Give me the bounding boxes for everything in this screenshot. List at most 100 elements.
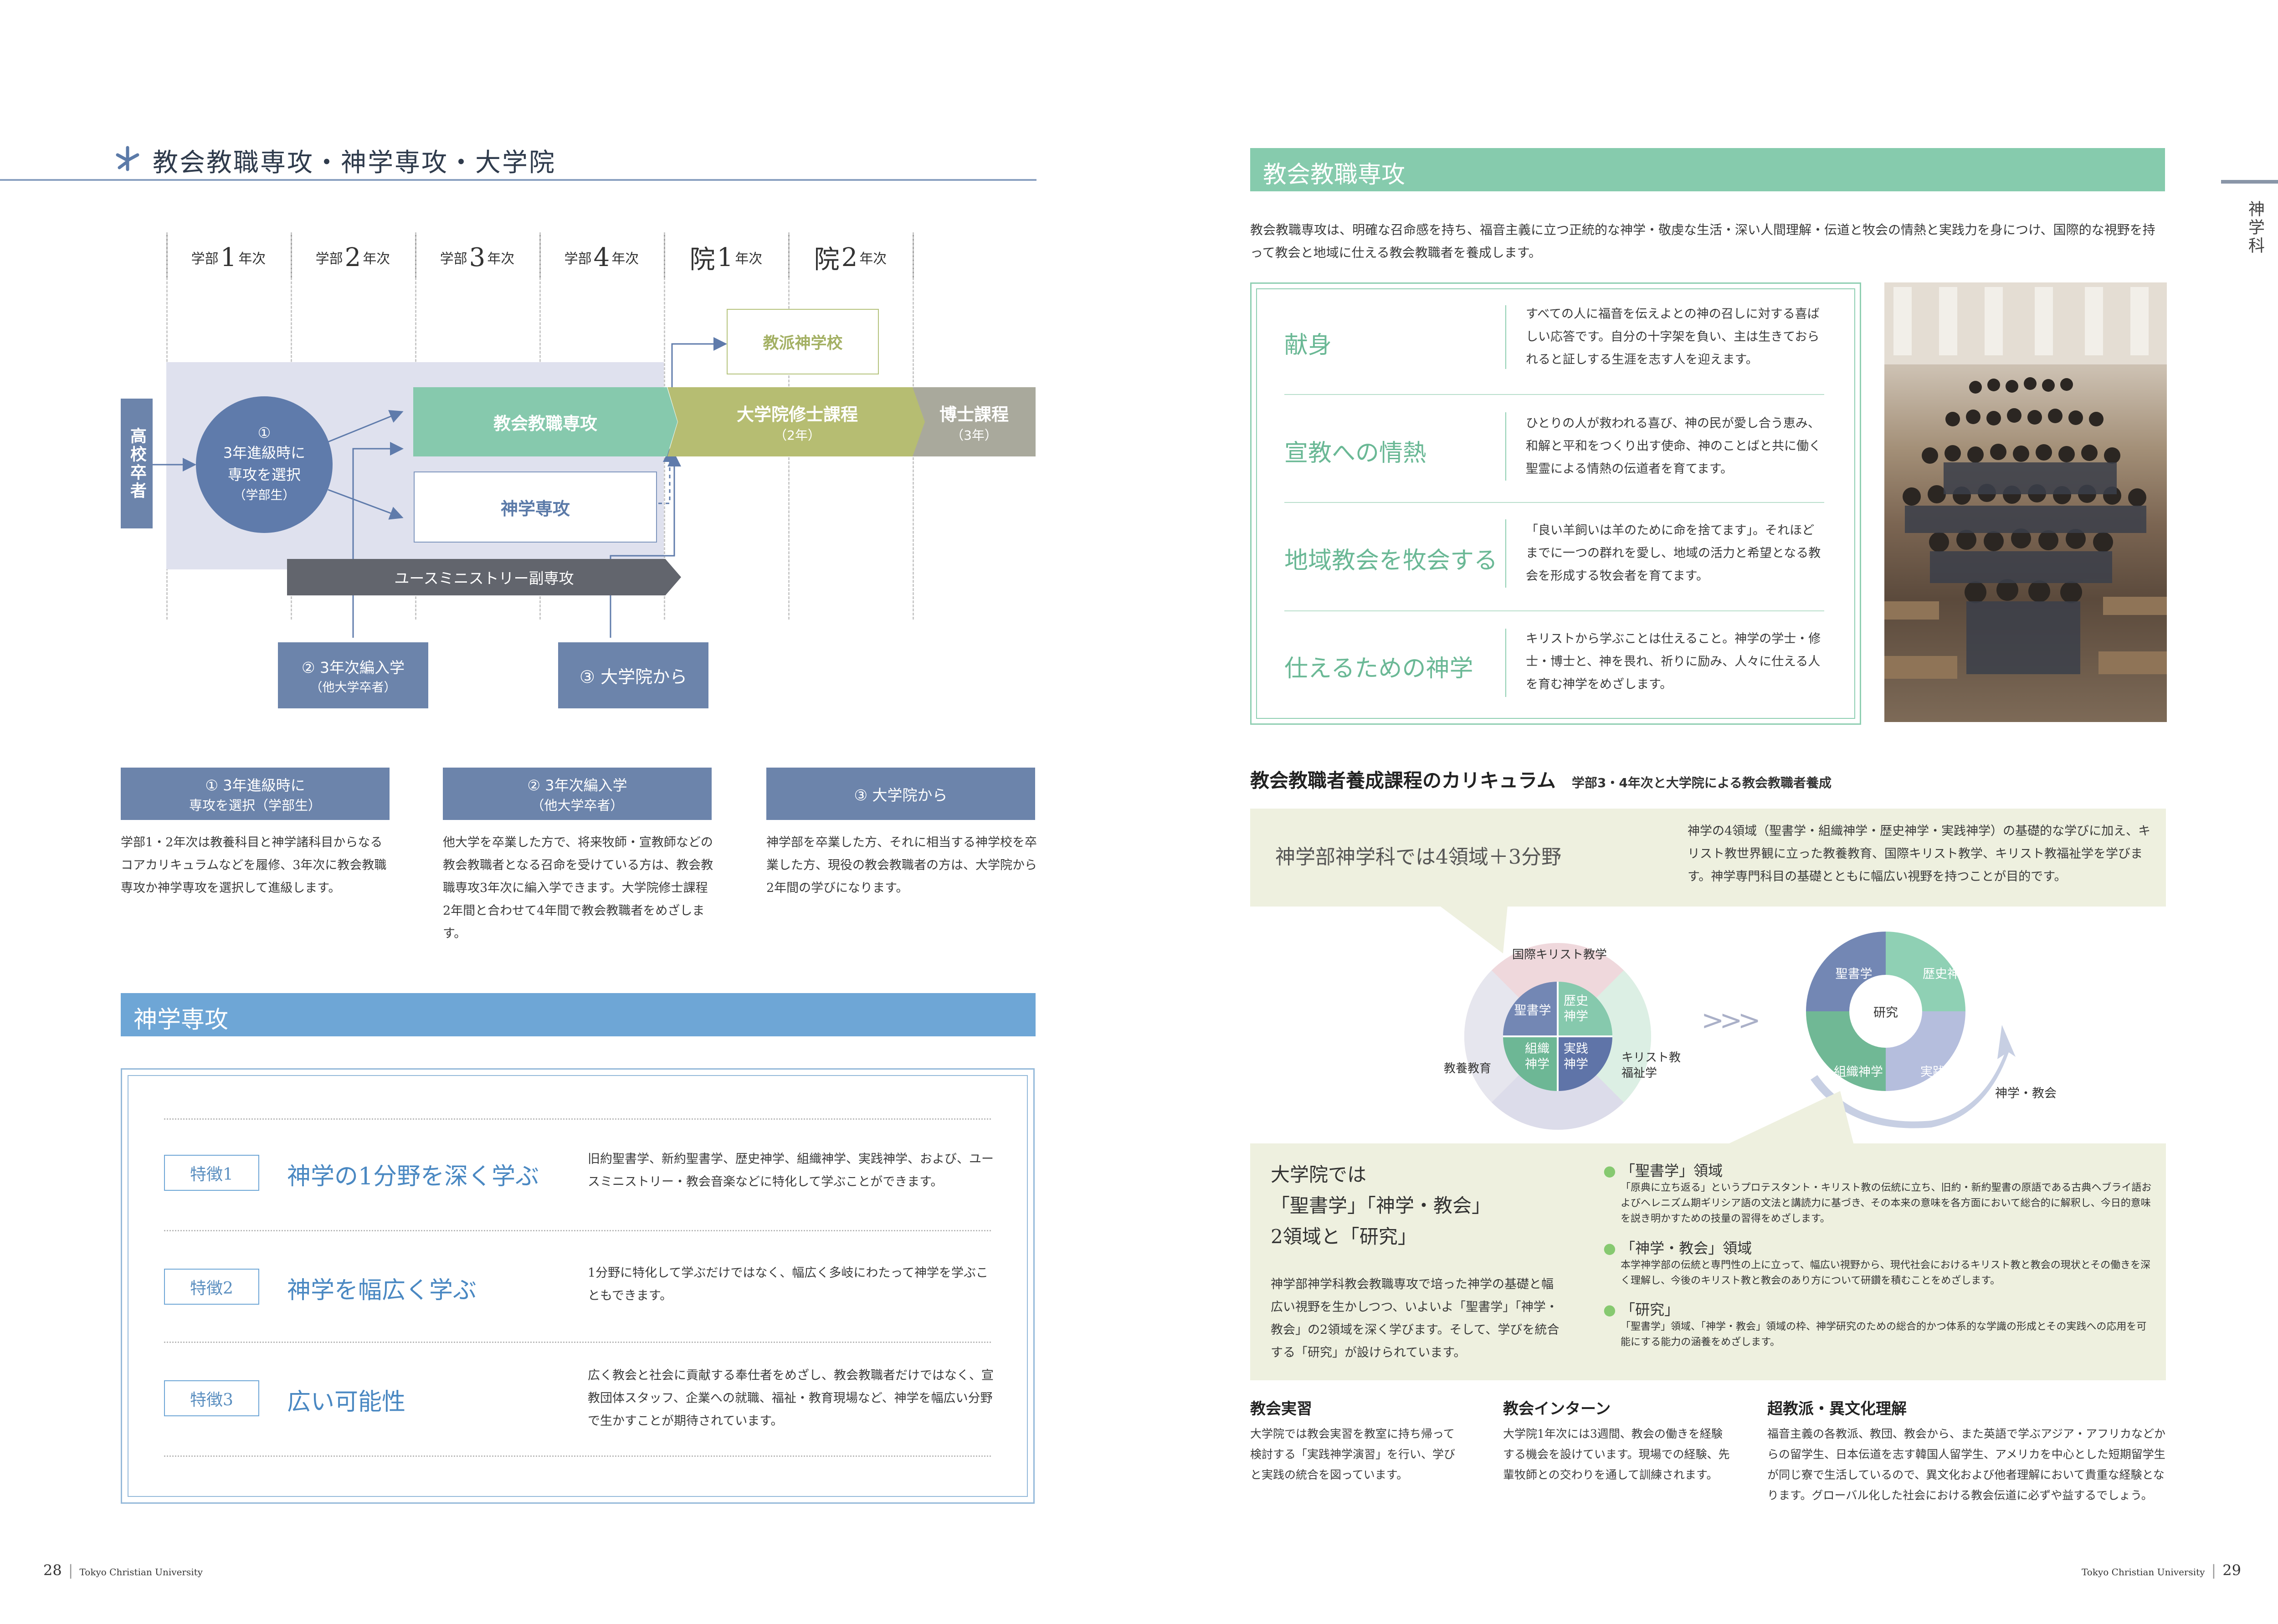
wheel2-q3: 組織神学 (1834, 1065, 1883, 1079)
side-tab-rule (2221, 180, 2278, 184)
value-divider-3 (1284, 610, 1824, 611)
church-ministry-bar: 教会教職専攻 (413, 387, 677, 456)
value-text-1: すべての人に福音を伝えよとの神の召しに対する喜ばしい応答です。自分の十字架を負い… (1526, 307, 1820, 367)
route-header-2: ② 3年次編入学（他大学卒者） (443, 768, 712, 820)
grad-item-2: ● 「神学・教会」領域 本学神学部の伝統と専門性の上に立って、幅広い視野から、現… (1603, 1240, 2151, 1286)
page-number-left: 28|Tokyo Christian University (43, 1562, 203, 1579)
box1-pointer (1439, 906, 1508, 953)
bottom-heading-3: 超教派・異文化理解 (1767, 1400, 1907, 1418)
youth-ministry-bar: ユースミニストリー副専攻 (287, 559, 681, 595)
curriculum-title: 教会教職者養成課程のカリキュラム 学部3・4年次と大学院による教会教職者養成 (1250, 769, 1832, 792)
page-number-right: Tokyo Christian University|29 (2082, 1562, 2241, 1579)
value-text-3: 「良い羊飼いは羊のために命を捨てます」。それほどまでに一つの群れを愛し、地域の活… (1526, 523, 1821, 583)
undergrad-curriculum-box (1250, 809, 2166, 907)
undergrad-wheel (1464, 943, 1652, 1130)
feature-title-3: 広い可能性 (287, 1388, 406, 1416)
wheel1-left-label: 教養教育 (1444, 1062, 1492, 1076)
value-sep-2 (1505, 412, 1506, 481)
master-course-bar: 大学院修士課程 （2年） (667, 387, 927, 456)
theology-major-box: 神学専攻 (414, 471, 657, 543)
side-tab-label: 神学科 (2246, 200, 2264, 255)
theology-section-header: 神学専攻 (121, 993, 1036, 1036)
grad-heading: 大学院では 「聖書学」「神学・教会」 2領域と「研究」 (1271, 1163, 1491, 1248)
wheel1-top-label: 国際キリスト教学 (1512, 948, 1607, 962)
intro-text: 教会教職専攻は、明確な召命感を持ち、福音主義に立つ正統的な神学・敬虔な生活・深い… (1250, 222, 2155, 260)
wheel2-center: 研究 (1873, 1005, 1898, 1020)
features-box (121, 1068, 1035, 1504)
feature-title-1: 神学の1分野を深く学ぶ (287, 1163, 539, 1190)
value-text-4: キリストから学ぶことは仕えること。神学の学士・修士・博士と、神を畏れ、祈りに励み… (1526, 632, 1821, 692)
feature-text-3: 広く教会と社会に貢献する奉仕者をめざし、教会教職者だけではなく、宣教団体スタッフ… (588, 1368, 994, 1428)
select-major-circle: ① 3年進級時に 専攻を選択 （学部生） (196, 396, 333, 533)
wheel2-q1: 聖書学 (1835, 967, 1873, 981)
feature-divider-1 (164, 1118, 991, 1120)
feature-tag-1: 特徴1 (164, 1155, 259, 1191)
title-rule (0, 179, 1036, 181)
bottom-heading-2: 教会インターン (1503, 1400, 1611, 1418)
grad-box-pointer (1726, 1091, 1854, 1145)
wheel1-right-label: キリスト教福祉学 (1621, 1051, 1681, 1080)
bottom-text-1: 大学院では教会実習を教室に持ち帰って検討する「実践神学演習」を行い、学びと実践の… (1250, 1427, 1456, 1481)
bottom-heading-1: 教会実習 (1250, 1400, 1312, 1418)
group-photo (1884, 282, 2167, 722)
page-title: 教会教職専攻・神学専攻・大学院 (153, 148, 556, 178)
grad-item-1: ● 「聖書学」領域 「原典に立ち返る」というプロテスタント・キリスト教の伝統に立… (1603, 1162, 2152, 1224)
feature-tag-3: 特徴3 (164, 1380, 259, 1416)
route-header-1: ① 3年進級時に専攻を選択（学部生） (121, 768, 390, 820)
value-name-1: 献身 (1284, 332, 1332, 359)
box1-heading: 神学部神学科では4領域＋3分野 (1275, 845, 1561, 869)
bullet-dot-icon: ● (1603, 1301, 1616, 1318)
cross-logo-icon (114, 145, 141, 172)
doctor-course-bar: 博士課程 （3年） (913, 387, 1036, 456)
graduate-curriculum-box (1250, 1143, 2166, 1380)
bottom-text-3: 福音主義の各教派、教団、教会から、また英語で学ぶアジア・アフリカなどからの留学生… (1767, 1427, 2166, 1502)
value-text-2: ひとりの人が救われる喜び、神の民が愛し合う恵み、和解と平和をつくり出す使命、神の… (1526, 416, 1821, 476)
feature-tag-2: 特徴2 (164, 1269, 259, 1305)
value-sep-1 (1505, 305, 1506, 369)
right-page: 神学科 教会教職専攻 教会教職専攻は、明確な召命感を持ち、福音主義に立つ正統的な… (1143, 0, 2278, 1624)
feature-divider-2 (164, 1230, 991, 1231)
wheel1-q1: 聖書学 (1514, 1003, 1551, 1018)
grad-text: 神学部神学科教会教職専攻で培った神学の基礎と幅広い視野を生かしつつ、いよいよ「聖… (1271, 1277, 1560, 1360)
value-name-2: 宣教への情熱 (1284, 440, 1427, 467)
value-divider-1 (1284, 394, 1824, 395)
flow-arrows (153, 337, 727, 638)
chevron-right-icon: >>> (1701, 1004, 1761, 1036)
values-box (1250, 282, 1861, 725)
denominational-seminary-box: 教派神学校 (727, 309, 879, 374)
value-sep-4 (1505, 629, 1506, 697)
transfer-entry-box: ② 3年次編入学 （他大学卒者） (278, 642, 428, 708)
box1-text: 神学の4領域（聖書学・組織神学・歴史神学・実践神学）の基礎的な学びに加え、キリス… (1688, 824, 2151, 884)
feature-title-2: 神学を幅広く学ぶ (287, 1277, 477, 1304)
value-sep-3 (1505, 519, 1506, 588)
route-text-1: 学部1・2年次は教養科目と神学諸科目からなるコアカリキュラムなどを履修、3年次に… (121, 835, 387, 895)
route-header-3: ③ 大学院から (766, 768, 1035, 820)
wheel2-outer-label: 神学・教会 (1995, 1086, 2057, 1101)
route-text-2: 他大学を卒業した方で、将来牧師・宣教師などの教会教職者となる召命を受けている方は… (443, 835, 713, 941)
wheel2-q2: 歴史神学 (1923, 967, 1972, 981)
value-name-3: 地域教会を牧会する (1284, 547, 1498, 574)
feature-divider-3 (164, 1342, 991, 1343)
bottom-text-2: 大学院1年次には3週間、教会の働きを経験する機会を設けています。現場での経験、先… (1503, 1427, 1730, 1481)
grad-item-3: ● 「研究」 「聖書学」領域、「神学・教会」領域の枠、神学研究のための総合的かつ… (1603, 1301, 2147, 1348)
feature-text-1: 旧約聖書学、新約聖書学、歴史神学、組織神学、実践神学、および、ユースミニストリー… (588, 1152, 994, 1189)
wheel1-q2: 歴史神学 (1564, 994, 1588, 1024)
graduate-entry-box: ③ 大学院から (558, 642, 708, 708)
bullet-dot-icon: ● (1603, 1240, 1616, 1257)
bullet-dot-icon: ● (1603, 1162, 1616, 1179)
feature-text-2: 1分野に特化して学ぶだけではなく、幅広く多岐にわたって神学を学ぶこともできます。 (588, 1266, 989, 1303)
wheel1-q4: 実践神学 (1564, 1042, 1588, 1071)
value-name-4: 仕えるための神学 (1284, 655, 1473, 682)
graduate-wheel (1806, 932, 2016, 1128)
wheel2-q4: 実践神学 (1920, 1065, 1970, 1079)
value-divider-2 (1284, 502, 1824, 503)
route-text-3: 神学部を卒業した方、それに相当する神学校を卒業した方、現役の教会教職者の方は、大… (766, 835, 1037, 895)
section-header-church-ministry: 教会教職専攻 (1250, 148, 2165, 191)
